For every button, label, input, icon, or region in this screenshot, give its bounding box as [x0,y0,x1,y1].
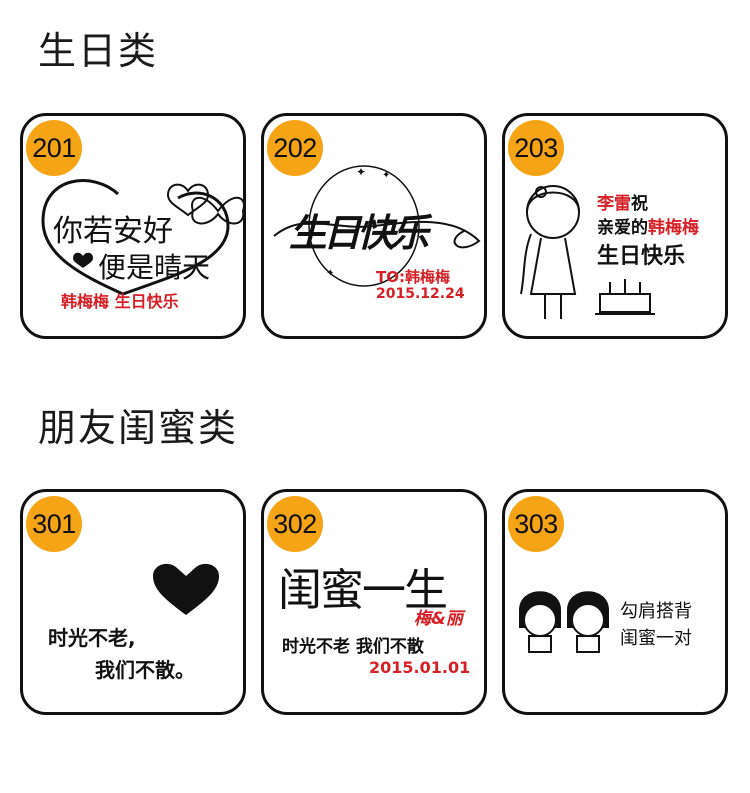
card-303-line2: 闺蜜一对 [620,628,692,649]
card-302-main: 闺蜜一生 [278,565,448,616]
swirl-decoration-icon: ✦ ✦ ✦ [273,165,481,287]
design-card-303[interactable]: 303 勾肩搭背 闺蜜一对 [502,489,728,715]
card-201-line1: 你若安好 [53,214,173,249]
card-203-line2: 亲爱的韩梅梅 [597,218,699,238]
svg-text:✦: ✦ [326,268,334,279]
design-number-badge: 302 [267,496,323,552]
birthday-cake-icon [595,279,655,315]
card-302-names: 梅&丽 [414,609,463,629]
card-203-line3: 生日快乐 [597,244,686,269]
two-girls-icon [519,591,609,653]
design-card-301[interactable]: 301 时光不老, 我们不散。 [20,489,246,715]
design-number-badge: 203 [508,120,564,176]
design-card-302[interactable]: 302 闺蜜一生 梅&丽 时光不老 我们不散 2015.01.01 [261,489,487,715]
card-203-line1: 李雷祝 [597,194,648,214]
heart-outline-icon [41,179,230,296]
scribble-heart-icon [153,563,219,615]
svg-text:✦: ✦ [356,165,366,179]
card-201-line2: 便是晴天 [98,251,211,284]
svg-text:✦: ✦ [382,170,390,181]
design-card-202[interactable]: 202 ✦ ✦ ✦ 生日快乐 TO:韩梅梅 2015.12.24 [261,113,487,339]
design-number-badge: 303 [508,496,564,552]
card-302-date: 2015.01.01 [369,658,471,677]
card-302-line: 时光不老 我们不散 [282,637,424,657]
design-card-203[interactable]: 203 李雷祝 亲爱的韩梅梅 生日快乐 [502,113,728,339]
card-301-line2: 我们不散。 [95,658,195,682]
design-number-badge: 201 [26,120,82,176]
card-303-line1: 勾肩搭背 [620,601,692,622]
butterfly-icon [191,196,243,225]
section-title-friends: 朋友闺蜜类 [38,406,239,450]
card-202-main: 生日快乐 [289,211,429,255]
design-card-201[interactable]: 201 你若安好 便是晴天 韩梅梅 生日快乐 [20,113,246,339]
card-202-date: 2015.12.24 [376,286,465,302]
card-201-line3: 韩梅梅 生日快乐 [61,292,179,311]
card-301-line1: 时光不老, [48,626,136,650]
design-number-badge: 301 [26,496,82,552]
design-number-badge: 202 [267,120,323,176]
section-title-birthday: 生日类 [38,29,159,73]
card-202-to: TO:韩梅梅 [376,268,450,286]
girl-figure-icon [520,185,580,319]
